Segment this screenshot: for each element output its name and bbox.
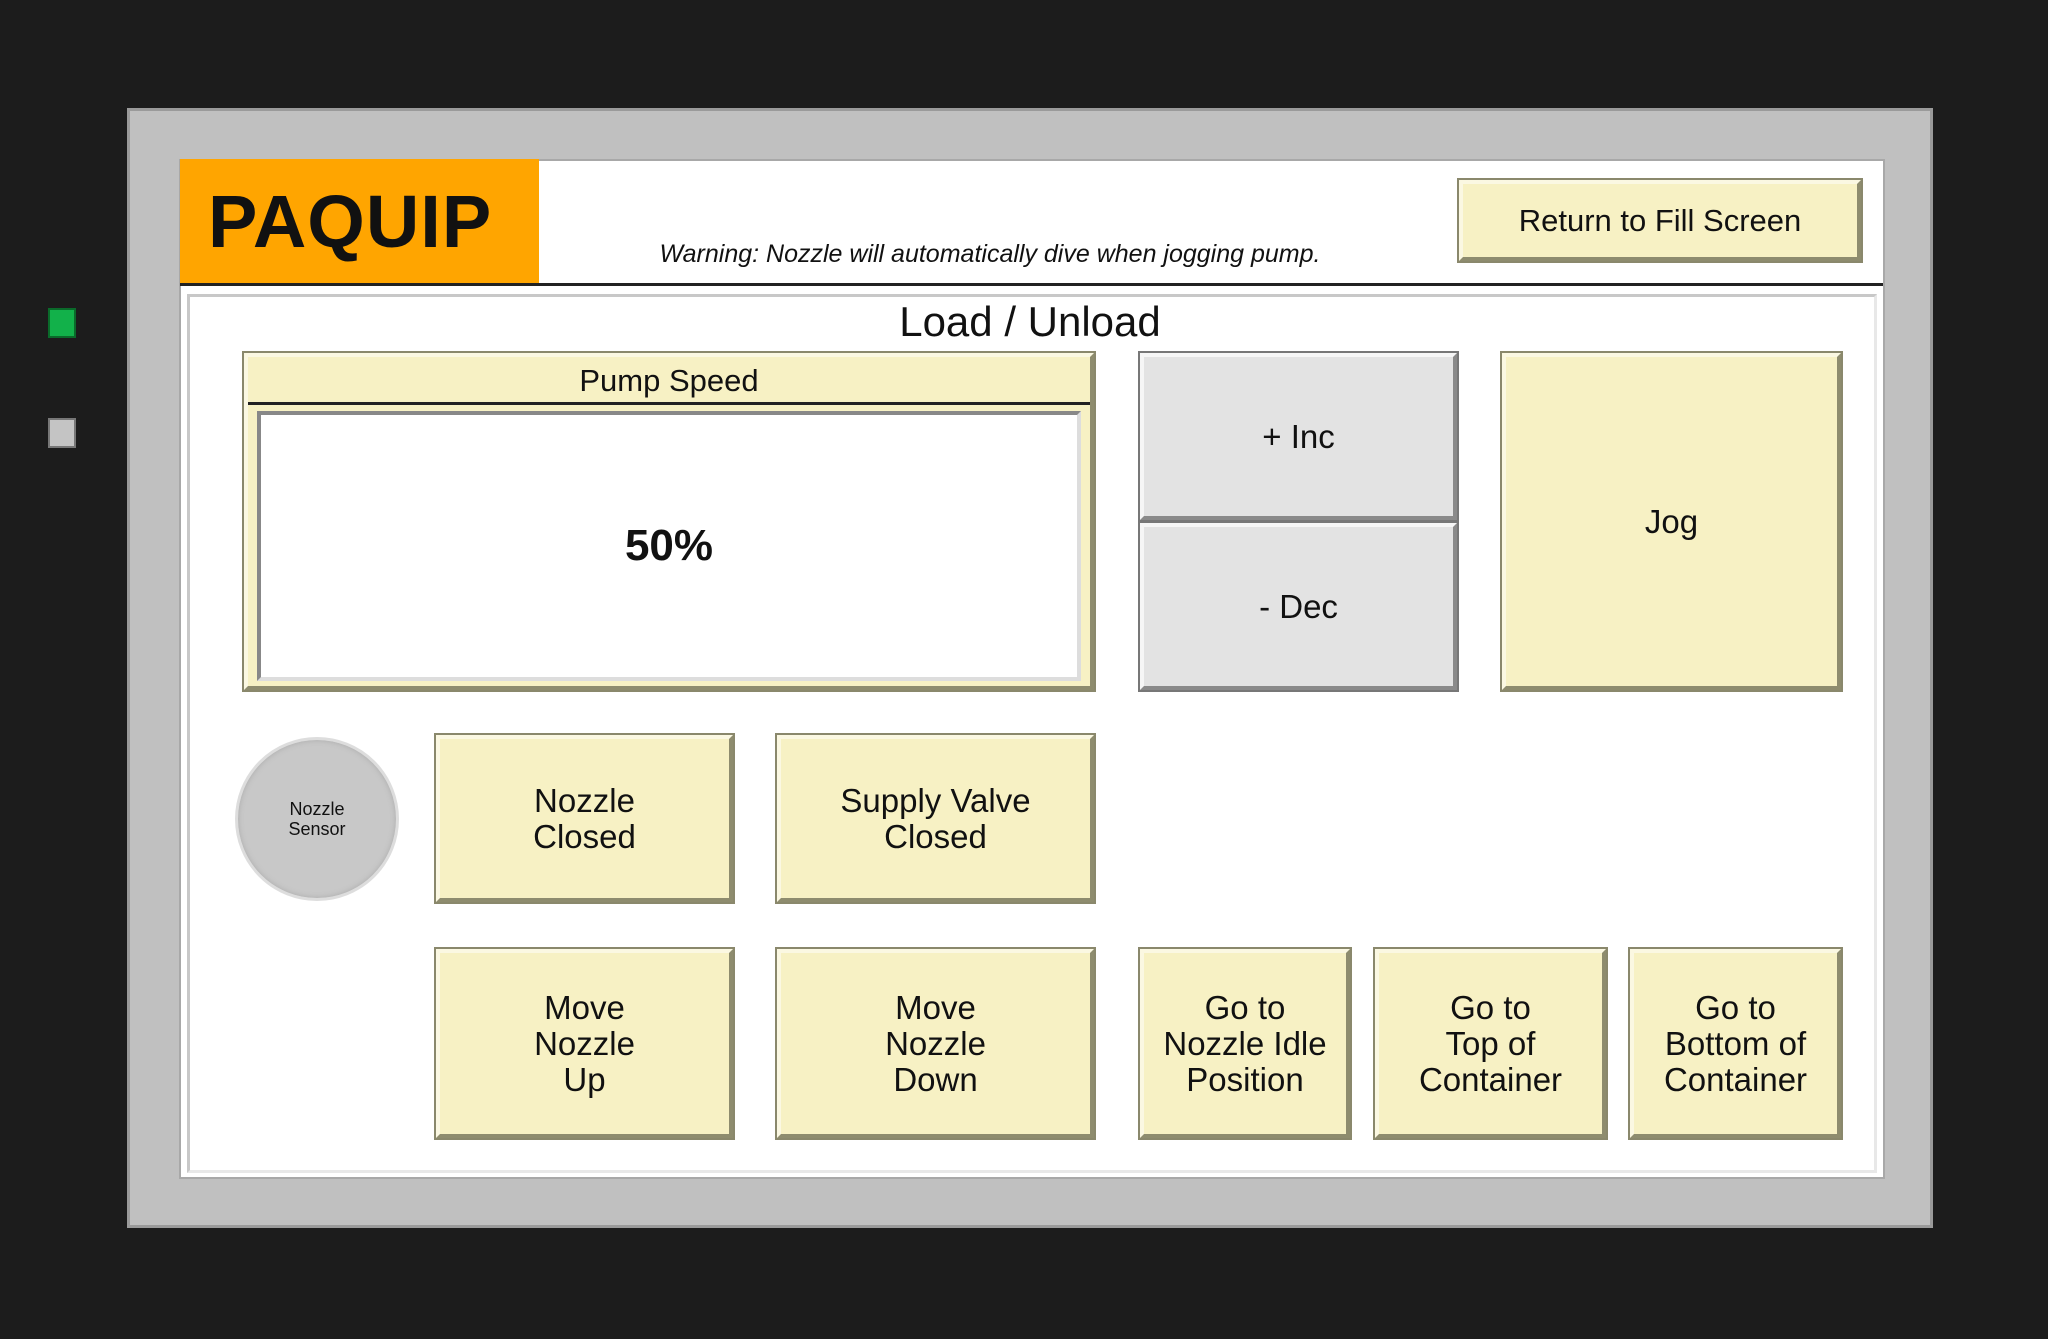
status-led — [48, 418, 76, 448]
content-area — [187, 294, 1877, 1173]
supply-valve-closed-button[interactable]: Supply Valve Closed — [777, 735, 1094, 902]
return-to-fill-screen-button[interactable]: Return to Fill Screen — [1459, 180, 1861, 261]
page-title: Load / Unload — [899, 298, 1161, 345]
nozzle-closed-button[interactable]: Nozzle Closed — [436, 735, 733, 902]
jog-button[interactable]: Jog — [1502, 353, 1841, 690]
move-nozzle-down-button[interactable]: Move Nozzle Down — [777, 949, 1094, 1138]
logo-text: PAQUIP — [208, 179, 493, 263]
increment-button[interactable]: + Inc — [1140, 353, 1457, 520]
paquip-logo: PAQUIP — [180, 159, 539, 283]
power-led — [48, 308, 76, 338]
nozzle-sensor-indicator: Nozzle Sensor — [235, 737, 399, 901]
decrement-button[interactable]: - Dec — [1140, 523, 1457, 690]
pump-speed-label: Pump Speed — [248, 357, 1090, 405]
header-divider — [180, 283, 1883, 286]
warning-text: Warning: Nozzle will automatically dive … — [659, 240, 1321, 268]
go-to-nozzle-idle-button[interactable]: Go to Nozzle Idle Position — [1140, 949, 1350, 1138]
pump-speed-value[interactable]: 50% — [257, 411, 1081, 681]
go-to-top-of-container-button[interactable]: Go to Top of Container — [1375, 949, 1606, 1138]
go-to-bottom-of-container-button[interactable]: Go to Bottom of Container — [1630, 949, 1841, 1138]
pump-speed-panel: Pump Speed 50% — [244, 353, 1094, 690]
move-nozzle-up-button[interactable]: Move Nozzle Up — [436, 949, 733, 1138]
